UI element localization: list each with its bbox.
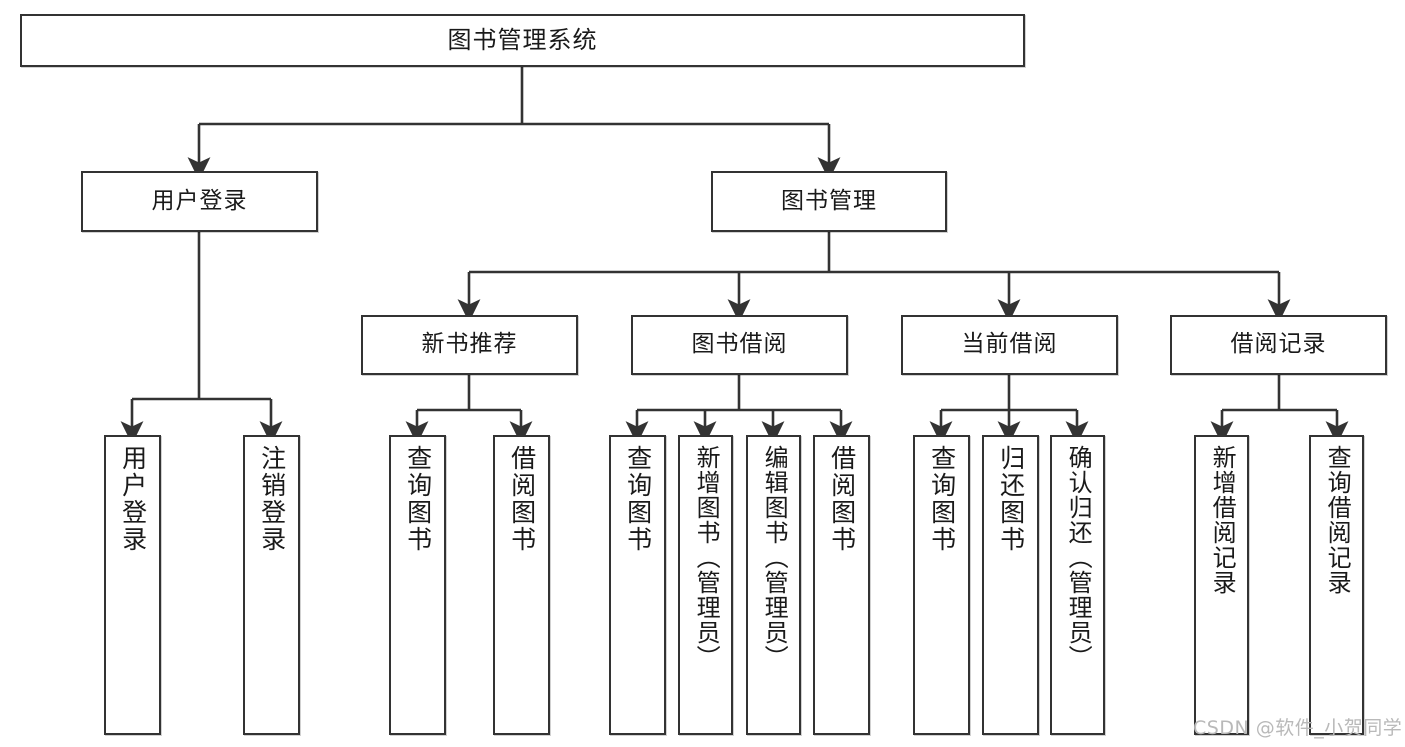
node-label: 查询图书	[623, 445, 653, 553]
node-label: 查询借阅记录	[1323, 445, 1352, 595]
node-label: 确认归还（管理员）	[1064, 445, 1093, 670]
node-user-login[interactable]: 用户登录	[81, 171, 318, 232]
node-label: 借阅记录	[1230, 331, 1327, 358]
node-label: 新增借阅记录	[1208, 445, 1237, 595]
leaf-book-borrow-add-admin[interactable]: 新增图书（管理员）	[678, 435, 733, 735]
leaf-current-borrow-confirm-admin[interactable]: 确认归还（管理员）	[1050, 435, 1105, 735]
node-root-system[interactable]: 图书管理系统	[20, 14, 1025, 67]
leaf-book-borrow-borrow[interactable]: 借阅图书	[813, 435, 870, 735]
node-book-borrow[interactable]: 图书借阅	[631, 315, 848, 375]
node-label: 借阅图书	[827, 445, 857, 553]
leaf-user-login-login[interactable]: 用户登录	[104, 435, 161, 735]
leaf-user-login-logout[interactable]: 注销登录	[243, 435, 300, 735]
leaf-book-borrow-query[interactable]: 查询图书	[609, 435, 666, 735]
leaf-new-book-borrow[interactable]: 借阅图书	[493, 435, 550, 735]
watermark-text: CSDN @软件_小贺同学	[1193, 717, 1403, 739]
leaf-new-book-query[interactable]: 查询图书	[389, 435, 446, 735]
node-label: 用户登录	[151, 187, 248, 214]
node-label: 图书借阅	[691, 331, 788, 358]
node-label: 编辑图书（管理员）	[760, 445, 789, 670]
leaf-current-borrow-return[interactable]: 归还图书	[982, 435, 1039, 735]
node-label: 图书管理系统	[447, 26, 598, 55]
leaf-borrow-record-add[interactable]: 新增借阅记录	[1194, 435, 1249, 735]
node-label: 查询图书	[403, 445, 433, 553]
node-book-management[interactable]: 图书管理	[711, 171, 947, 232]
node-current-borrow[interactable]: 当前借阅	[901, 315, 1118, 375]
node-label: 查询图书	[927, 445, 957, 553]
node-label: 用户登录	[118, 445, 148, 553]
node-new-book-recommend[interactable]: 新书推荐	[361, 315, 578, 375]
node-label: 借阅图书	[507, 445, 537, 553]
node-label: 新增图书（管理员）	[692, 445, 721, 670]
node-label: 注销登录	[257, 445, 287, 553]
node-label: 图书管理	[781, 187, 877, 214]
leaf-current-borrow-query[interactable]: 查询图书	[913, 435, 970, 735]
leaf-book-borrow-edit-admin[interactable]: 编辑图书（管理员）	[746, 435, 801, 735]
node-label: 新书推荐	[421, 331, 518, 358]
leaf-borrow-record-query[interactable]: 查询借阅记录	[1309, 435, 1364, 735]
node-borrow-record[interactable]: 借阅记录	[1170, 315, 1387, 375]
node-label: 归还图书	[996, 445, 1026, 553]
node-label: 当前借阅	[961, 331, 1058, 358]
